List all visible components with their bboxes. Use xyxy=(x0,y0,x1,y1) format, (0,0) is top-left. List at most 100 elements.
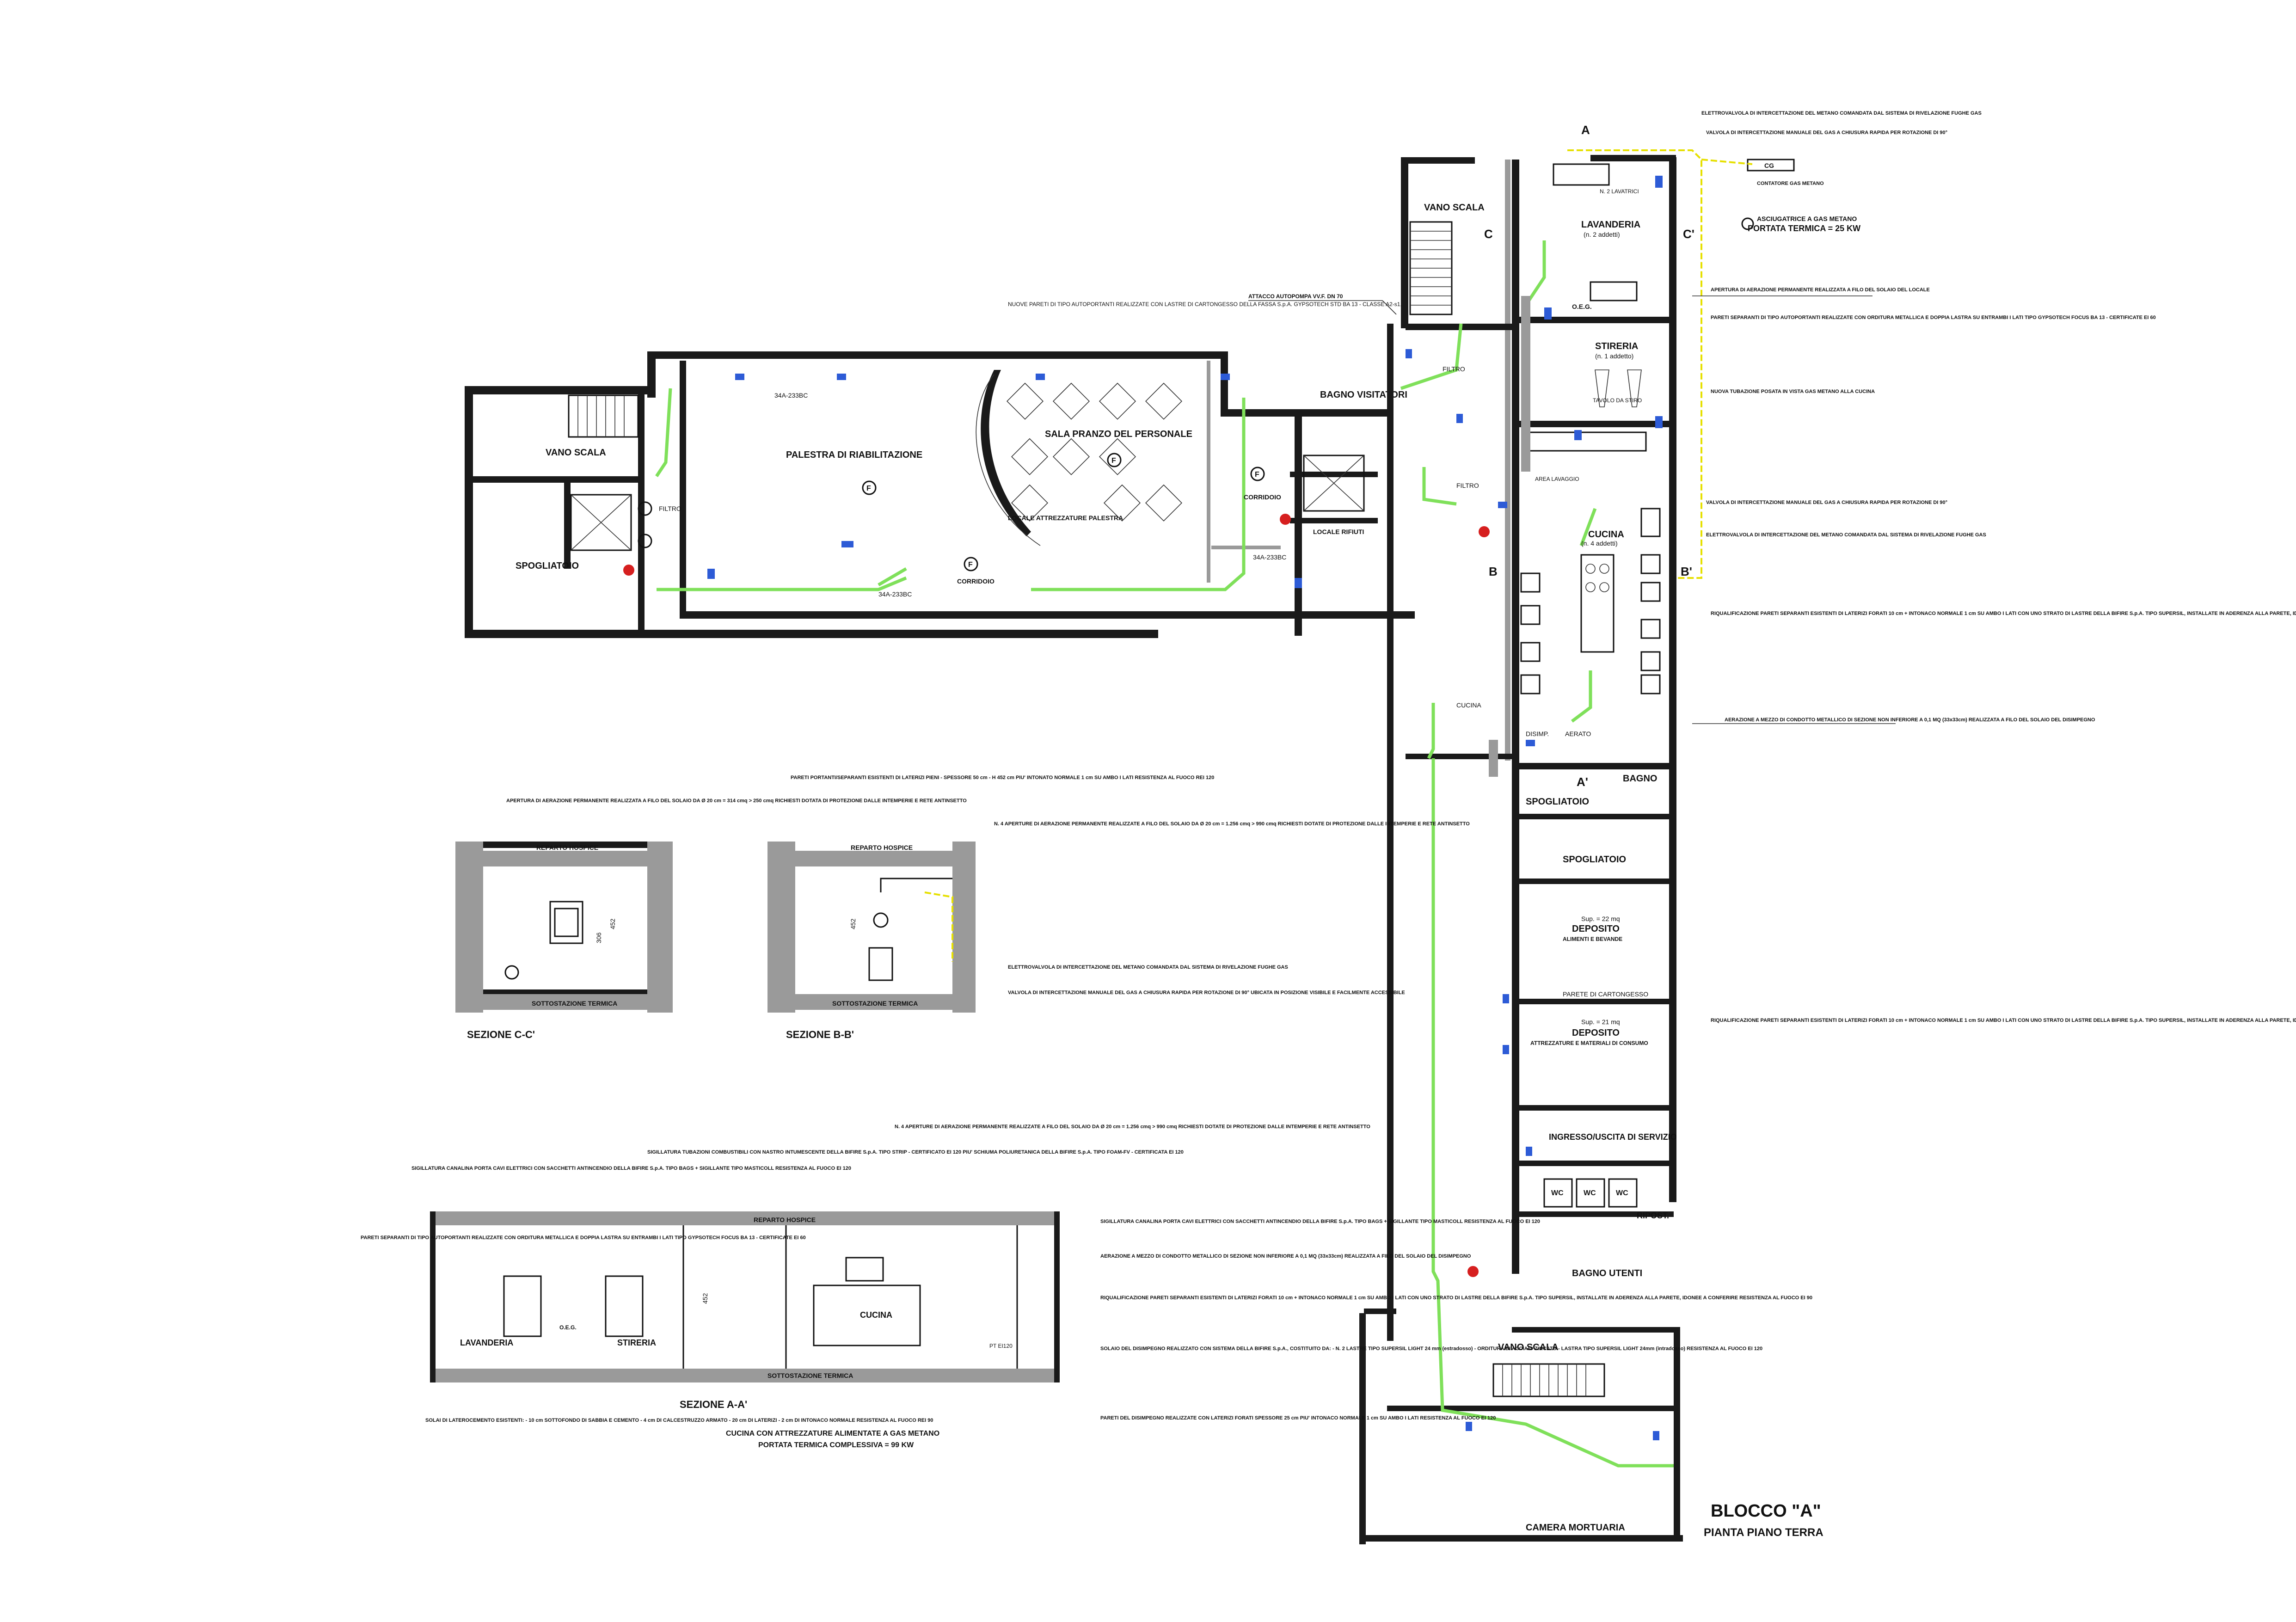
room-bagno-utenti: BAGNO UTENTI xyxy=(1572,1268,1642,1278)
left-wing xyxy=(465,351,1490,1277)
room-deposito1: DEPOSITO xyxy=(1572,924,1620,934)
aa-stireria: STIRERIA xyxy=(617,1338,656,1347)
section-cc-title: SEZIONE C-C' xyxy=(467,1029,535,1040)
note-pareti-disimpegno: PARETI DEL DISIMPEGNO REALIZZATE CON LAT… xyxy=(1100,1415,1496,1421)
note-elettrovalvola-bb: ELETTROVALVOLA DI INTERCETTAZIONE DEL ME… xyxy=(1008,965,1288,970)
room-locale-rifiuti: LOCALE RIFIUTI xyxy=(1313,528,1364,535)
room-vano-scala-top: VANO SCALA xyxy=(1424,203,1485,213)
label-deposito1-sup: Sup. = 22 mq xyxy=(1581,915,1620,922)
room-lavanderia-sub: (n. 2 addetti) xyxy=(1584,231,1620,238)
f-marker-1: F xyxy=(866,485,871,492)
aa-oeg: O.E.G. xyxy=(559,1324,577,1331)
aa-reparto: REPARTO HOSPICE xyxy=(754,1216,816,1223)
label-deposito2-sup: Sup. = 21 mq xyxy=(1581,1018,1620,1026)
note-apertura-cc: APERTURA DI AERAZIONE PERMANENTE REALIZZ… xyxy=(506,798,967,804)
f-marker-3: F xyxy=(1111,457,1116,465)
wc-2: WC xyxy=(1584,1189,1596,1197)
section-aa xyxy=(430,1211,1060,1382)
note-pareti-separanti: PARETI SEPARANTI DI TIPO AUTOPORTANTI RE… xyxy=(1711,315,2156,320)
room-filtro2: FILTRO xyxy=(1443,365,1465,373)
ext-code-1: 34A-233BC xyxy=(774,392,808,399)
room-stireria-sub: (n. 1 addetto) xyxy=(1595,352,1633,360)
label-disimp: DISIMP. xyxy=(1526,730,1549,737)
note-aerazione-condotto: AERAZIONE A MEZZO DI CONDOTTO METALLICO … xyxy=(1725,717,2095,723)
note-riqualificazione: RIQUALIFICAZIONE PARETI SEPARANTI ESISTE… xyxy=(1711,611,2296,616)
room-sala-pranzo: SALA PRANZO DEL PERSONALE xyxy=(1045,429,1192,439)
marker-a2: A' xyxy=(1577,775,1588,789)
room-spogliatoio1: SPOGLIATOIO xyxy=(1526,797,1589,807)
stair-top xyxy=(1409,221,1453,315)
note-riqual-aa: RIQUALIFICAZIONE PARETI SEPARANTI ESISTE… xyxy=(1100,1295,1812,1301)
note-asciugatrice: ASCIUGATRICE A GAS METANO xyxy=(1757,215,1857,222)
right-wing xyxy=(1359,149,1795,1544)
f-marker-2: F xyxy=(968,561,973,569)
wc-3: WC xyxy=(1616,1189,1628,1197)
ext-code-3: 34A-233BC xyxy=(1253,553,1286,561)
note-apertura-aerazione: APERTURA DI AERAZIONE PERMANENTE REALIZZ… xyxy=(1711,287,1930,293)
wc-1: WC xyxy=(1551,1189,1564,1197)
room-cucina-sub: (n. 4 addetti) xyxy=(1581,540,1618,547)
note-nuova-tubazione: NUOVA TUBAZIONE POSATA IN VISTA GAS META… xyxy=(1711,389,1875,394)
bb-sottostazione: SOTTOSTAZIONE TERMICA xyxy=(832,1000,918,1007)
label-cucina-small: CUCINA xyxy=(1456,701,1481,709)
note-attacco-autopompa: ATTACCO AUTOPOMPA VV.F. DN 70 xyxy=(1248,293,1343,300)
note-valvola-manuale-mid: VALVOLA DI INTERCETTAZIONE MANUALE DEL G… xyxy=(1706,500,1947,505)
note-aerazione-aa: AERAZIONE A MEZZO DI CONDOTTO METALLICO … xyxy=(1100,1253,1471,1259)
aa-lavanderia: LAVANDERIA xyxy=(460,1338,513,1347)
label-aerato: AERATO xyxy=(1565,730,1591,737)
marker-a: A xyxy=(1581,123,1590,137)
aa-sottostazione: SOTTOSTAZIONE TERMICA xyxy=(767,1372,853,1379)
room-bagno: BAGNO xyxy=(1623,774,1657,784)
bb-h452: 452 xyxy=(849,918,857,929)
room-ingresso: INGRESSO/USCITA DI SERVIZIO xyxy=(1549,1132,1677,1142)
f-markers-left xyxy=(638,453,1265,571)
note-contatore: CONTATORE GAS METANO xyxy=(1757,181,1824,186)
note-portata-asciugatrice: PORTATA TERMICA = 25 KW xyxy=(1748,224,1860,233)
dining-tables xyxy=(1006,382,1183,522)
note-pareti-portanti: PARETI PORTANTI/SEPARANTI ESISTENTI DI L… xyxy=(791,775,1214,780)
note-elettrovalvola-top: ELETTROVALVOLA DI INTERCETTAZIONE DEL ME… xyxy=(1701,111,1982,116)
section-cc xyxy=(455,842,673,1013)
f-marker-4: F xyxy=(1255,471,1259,479)
stair-left xyxy=(568,394,639,438)
note-sigillatura-canalina: SIGILLATURA CANALINA PORTA CAVI ELETTRIC… xyxy=(411,1166,851,1171)
stair-bottom xyxy=(1492,1363,1605,1397)
cc-reparto: REPARTO HOSPICE xyxy=(536,844,598,851)
room-vano-scala-bottom: VANO SCALA xyxy=(1498,1342,1559,1352)
room-palestra: PALESTRA DI RIABILITAZIONE xyxy=(786,450,922,460)
label-cg: CG xyxy=(1764,162,1774,169)
section-bb xyxy=(767,842,976,1013)
section-aa-title: SEZIONE A-A' xyxy=(680,1399,747,1410)
note-portata-totale: PORTATA TERMICA COMPLESSIVA = 99 KW xyxy=(758,1441,914,1449)
note-elettrovalvola-mid: ELETTROVALVOLA DI INTERCETTAZIONE DEL ME… xyxy=(1706,532,1986,538)
aa-cucina: CUCINA xyxy=(860,1310,892,1320)
room-filtro1: FILTRO xyxy=(659,505,681,512)
room-filtro3: FILTRO xyxy=(1456,482,1479,489)
cc-h452: 452 xyxy=(609,918,616,929)
marker-b: B xyxy=(1489,565,1498,578)
room-spogliatoio2: SPOGLIATOIO xyxy=(1563,854,1626,865)
room-locale-attrezzature: LOCALE ATTREZZATURE PALESTRA xyxy=(1008,514,1123,522)
room-deposito2: DEPOSITO xyxy=(1572,1028,1620,1038)
note-aperture-aa: N. 4 APERTURE DI AERAZIONE PERMANENTE RE… xyxy=(895,1124,1370,1130)
room-bagno-visitatori: BAGNO VISITATORI xyxy=(1320,390,1407,400)
room-deposito2-sub: ATTREZZATURE E MATERIALI DI CONSUMO xyxy=(1530,1040,1648,1046)
note-aperture-bb: N. 4 APERTURE DI AERAZIONE PERMANENTE RE… xyxy=(994,821,1470,827)
room-vano-scala-left: VANO SCALA xyxy=(546,448,606,458)
room-camera-mortuaria: CAMERA MORTUARIA xyxy=(1526,1523,1625,1533)
label-tavolo-stiro: TAVOLO DA STIRO xyxy=(1593,397,1642,404)
note-cucina-gas: CUCINA CON ATTREZZATURE ALIMENTATE A GAS… xyxy=(726,1430,939,1438)
label-parete-cartongesso: PARETE DI CARTONGESSO xyxy=(1563,990,1648,998)
room-deposito1-sub: ALIMENTI E BEVANDE xyxy=(1563,936,1622,942)
title-subtitle: PIANTA PIANO TERRA xyxy=(1704,1526,1823,1539)
room-lavanderia: LAVANDERIA xyxy=(1581,220,1640,230)
cc-h306: 306 xyxy=(595,932,602,943)
note-sigillatura-canalina2: SIGILLATURA CANALINA PORTA CAVI ELETTRIC… xyxy=(1100,1219,1540,1224)
note-riqualificazione2: RIQUALIFICAZIONE PARETI SEPARANTI ESISTE… xyxy=(1711,1018,2296,1023)
label-area-lavaggio: AREA LAVAGGIO xyxy=(1535,476,1579,482)
room-corridoio: CORRIDOIO xyxy=(957,578,995,585)
cc-sottostazione: SOTTOSTAZIONE TERMICA xyxy=(532,1000,617,1007)
note-valvola-visibile: VALVOLA DI INTERCETTAZIONE MANUALE DEL G… xyxy=(1008,990,1405,995)
label-oeg: O.E.G. xyxy=(1572,303,1592,310)
note-pareti-sep-aa: PARETI SEPARANTI DI TIPO AUTOPORTANTI RE… xyxy=(361,1235,806,1241)
